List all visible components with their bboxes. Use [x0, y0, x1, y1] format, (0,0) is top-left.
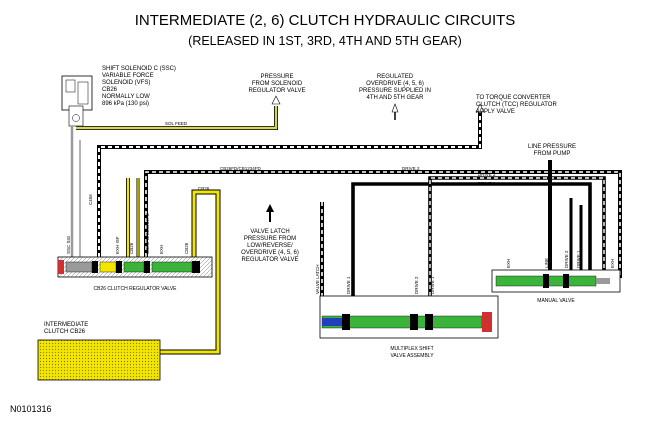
multiplex-label-1: MULTIPLEX SHIFT — [390, 346, 433, 352]
tcc-regulator-callout: TO TORQUE CONVERTER CLUTCH (TCC) REGULAT… — [476, 95, 557, 115]
manual-valve — [491, 269, 621, 293]
svg-text:SSC SIG: SSC SIG — [66, 235, 71, 254]
svg-text:4TH AND 5TH GEAR: 4TH AND 5TH GEAR — [366, 95, 424, 101]
svg-text:OVERDRIVE (4, 5, 6): OVERDRIVE (4, 5, 6) — [241, 250, 299, 256]
shift-solenoid-callout: SHIFT SOLENOID C (SSC) VARIABLE FORCE SO… — [102, 66, 176, 107]
multiplex-port-labels: VALVE LATCH DRIVE 1 DRIVE 2 DRIVE 1 — [315, 264, 435, 294]
sol-feed-label: SOL FEED — [165, 121, 188, 126]
intermediate-clutch-callout: INTERMEDIATE CLUTCH CB26 — [44, 322, 88, 335]
svg-text:LOW/REVERSE/: LOW/REVERSE/ — [247, 243, 293, 249]
svg-text:DRIVE 1: DRIVE 1 — [430, 276, 435, 294]
svg-text:LINE: LINE — [544, 258, 549, 268]
line-pressure-line — [548, 160, 583, 272]
line-pressure-callout: LINE PRESSURE FROM PUMP — [528, 144, 576, 157]
svg-text:SHIFT SOLENOID C (SSC): SHIFT SOLENOID C (SSC) — [102, 66, 176, 72]
svg-text:CB26: CB26 — [184, 242, 189, 254]
svg-text:CB26FD/CB1234FD: CB26FD/CB1234FD — [145, 212, 150, 254]
cb26-valve-label: CB26 CLUTCH REGULATOR VALVE — [94, 286, 178, 292]
svg-text:REGULATOR VALVE: REGULATOR VALVE — [242, 257, 299, 263]
drive2-upper-label: DRIVE 2 — [402, 166, 420, 171]
cb26fdcb1234fd-line — [144, 170, 622, 278]
svg-text:CLUTCH (TCC) REGULATOR: CLUTCH (TCC) REGULATOR — [476, 102, 557, 108]
svg-text:PRESSURE SUPPLIED IN: PRESSURE SUPPLIED IN — [359, 88, 431, 94]
svg-text:LINE PRESSURE: LINE PRESSURE — [528, 144, 576, 150]
intermediate-clutch-box — [37, 339, 161, 381]
svg-text:DRIVE 1: DRIVE 1 — [346, 276, 351, 294]
svg-text:EXH ISF: EXH ISF — [115, 236, 120, 254]
svg-text:PRESSURE: PRESSURE — [260, 74, 293, 80]
svg-text:NORMALLY LOW: NORMALLY LOW — [102, 94, 150, 100]
pressure-from-solenoid-callout: PRESSURE FROM SOLENOID REGULATOR VALVE — [249, 74, 306, 94]
svg-text:CB26: CB26 — [102, 87, 118, 93]
svg-text:DRIVE 2: DRIVE 2 — [564, 250, 569, 268]
sol-feed-line — [76, 95, 281, 130]
svg-text:INTERMEDIATE: INTERMEDIATE — [44, 322, 88, 328]
svg-text:EXH: EXH — [159, 245, 164, 254]
c456-label: C456 — [88, 194, 93, 205]
multiplex-label-2: VALVE ASSEMBLY — [390, 353, 434, 359]
svg-text:VALVE LATCH: VALVE LATCH — [250, 229, 289, 235]
svg-text:EXH: EXH — [610, 259, 615, 268]
svg-text:OVERDRIVE (4, 5, 6): OVERDRIVE (4, 5, 6) — [366, 81, 424, 87]
svg-text:VARIABLE FORCE: VARIABLE FORCE — [102, 73, 154, 79]
diagram-title: INTERMEDIATE (2, 6) CLUTCH HYDRAULIC CIR… — [135, 12, 516, 29]
svg-text:CB26: CB26 — [129, 242, 134, 254]
svg-text:VALVE LATCH: VALVE LATCH — [315, 264, 320, 294]
svg-text:REGULATED: REGULATED — [377, 74, 414, 80]
shift-solenoid-body — [61, 75, 93, 127]
svg-text:REGULATOR VALVE: REGULATOR VALVE — [249, 88, 306, 94]
cb26-valve-port-labels: SSC SIG EXH ISF CB26 CB26FD/CB1234FD EXH… — [66, 212, 189, 254]
svg-text:TO TORQUE CONVERTER: TO TORQUE CONVERTER — [476, 95, 551, 101]
regulated-overdrive-arrow — [391, 103, 399, 120]
regulated-overdrive-callout: REGULATED OVERDRIVE (4, 5, 6) PRESSURE S… — [359, 74, 431, 101]
cb26fd-line — [97, 103, 485, 257]
svg-text:DRIVE 2: DRIVE 2 — [414, 276, 419, 294]
cb26-regulator-valve — [57, 256, 213, 278]
cb26-top-label: CB26 — [198, 186, 210, 191]
svg-text:PRESSURE FROM: PRESSURE FROM — [244, 236, 296, 242]
drive-lines — [351, 176, 606, 296]
svg-text:CLUTCH CB26: CLUTCH CB26 — [44, 329, 86, 335]
svg-text:APPLY VALVE: APPLY VALVE — [476, 109, 515, 115]
cb26fd-line-label: CB26FD/CB1234FD — [220, 166, 262, 171]
drive1-right-label: DRIVE 1 — [478, 181, 496, 186]
manual-valve-label: MANUAL VALVE — [537, 298, 575, 304]
figure-id: N0101316 — [10, 404, 52, 414]
valve-latch-callout: VALVE LATCH PRESSURE FROM LOW/REVERSE/ O… — [241, 229, 299, 263]
svg-text:FROM SOLENOID: FROM SOLENOID — [252, 81, 303, 87]
svg-text:EXH: EXH — [506, 259, 511, 268]
cb26-yellow-lines — [126, 178, 221, 355]
manual-port-labels: EXH LINE DRIVE 2 DRIVE 1 EXH — [506, 250, 615, 268]
multiplex-shift-valve — [319, 295, 499, 339]
svg-text:DRIVE 1: DRIVE 1 — [576, 250, 581, 268]
svg-text:896 kPa (130 psi): 896 kPa (130 psi) — [102, 101, 149, 107]
drive2-right-label: DRIVE 2 — [478, 172, 496, 177]
svg-text:SOLENOID (VFS): SOLENOID (VFS) — [102, 80, 150, 86]
svg-text:FROM PUMP: FROM PUMP — [534, 151, 571, 157]
diagram-subtitle: (RELEASED IN 1ST, 3RD, 4TH AND 5TH GEAR) — [188, 34, 462, 48]
